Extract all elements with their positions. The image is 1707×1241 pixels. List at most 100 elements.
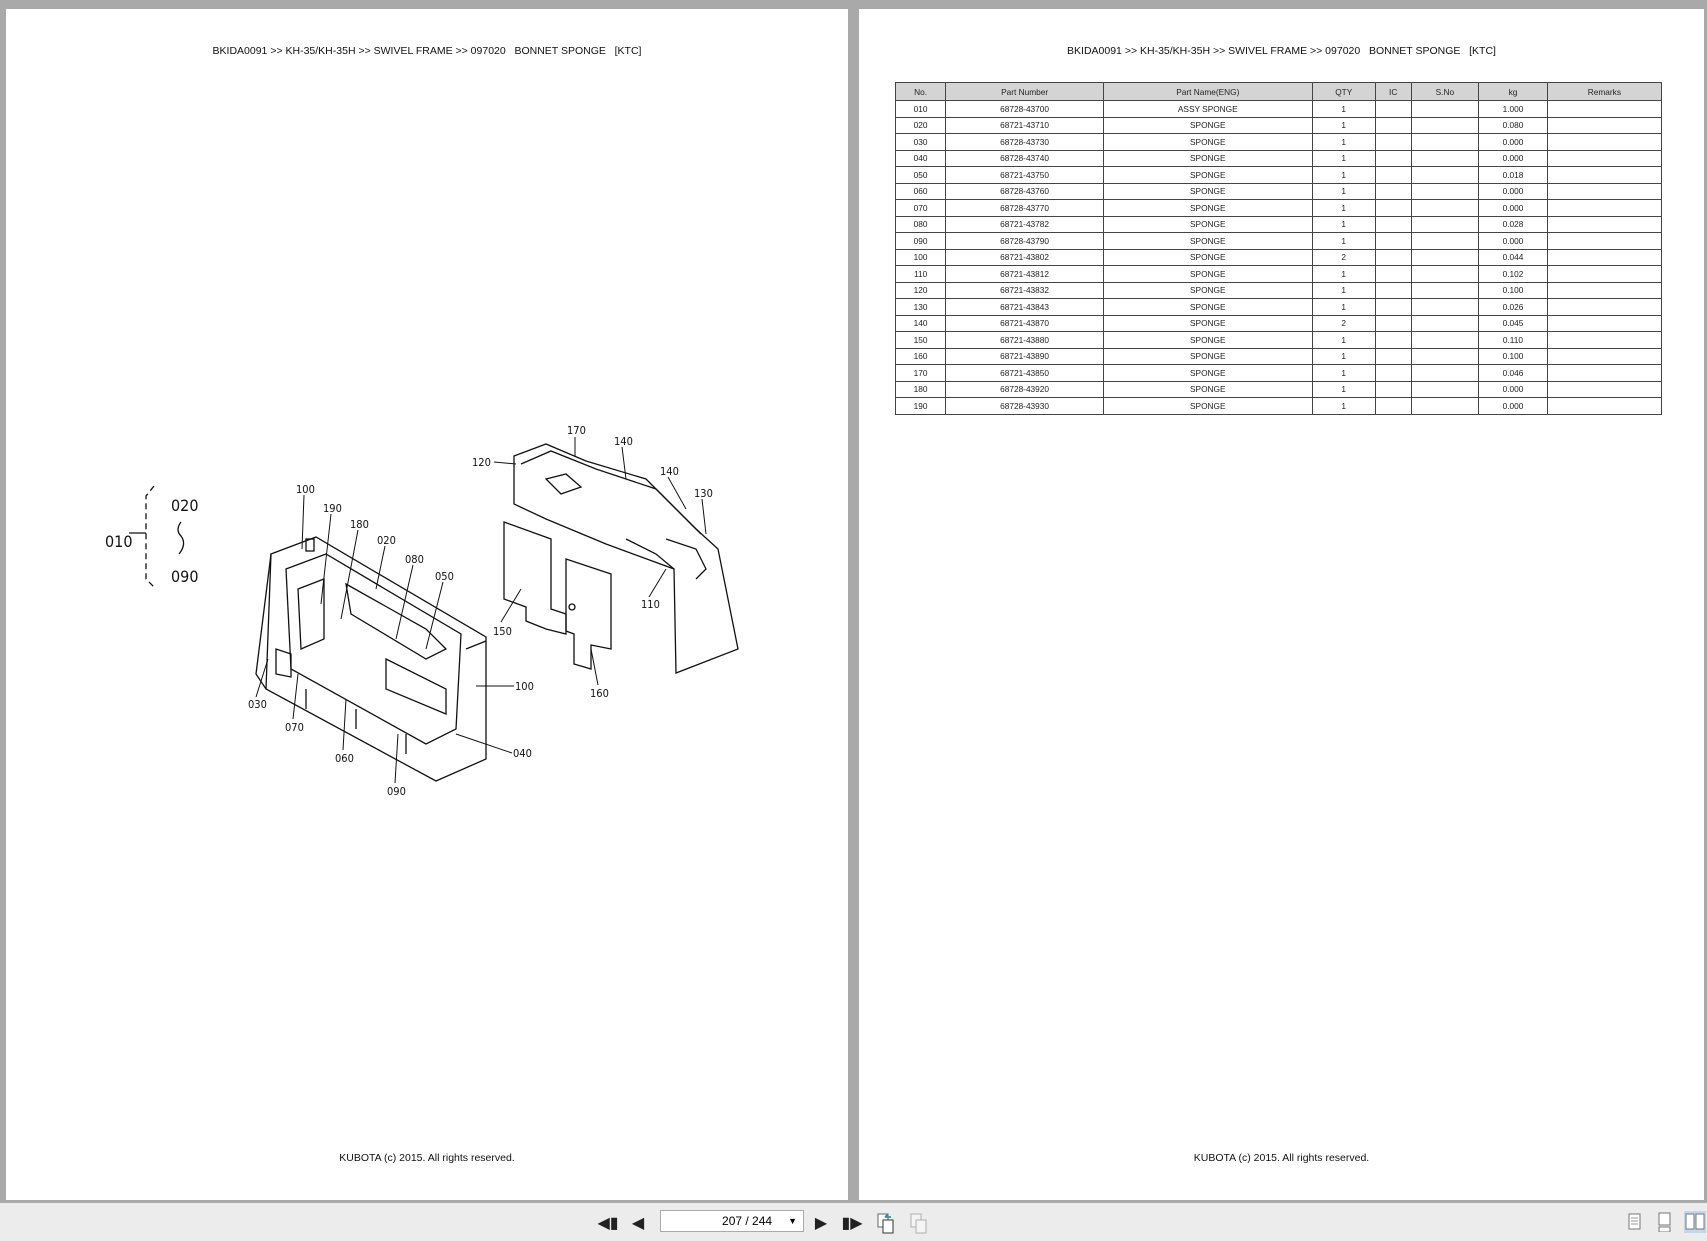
table-cell: 1	[1311, 347, 1376, 365]
table-cell: 120	[894, 281, 947, 299]
callout-label: 100	[515, 680, 534, 693]
table-cell: 0.018	[1478, 166, 1548, 184]
table-cell	[1546, 215, 1663, 233]
table-cell: 100	[894, 248, 947, 266]
page-header-breadcrumb: BKIDA0091 >> KH-35/KH-35H >> SWIVEL FRAM…	[212, 45, 642, 57]
table-cell	[1374, 331, 1412, 349]
table-cell: 68721-43782	[945, 215, 1104, 233]
table-cell: 0.000	[1478, 232, 1548, 250]
table-cell: 1	[1311, 331, 1376, 349]
table-cell	[1410, 397, 1480, 415]
table-cell	[1546, 281, 1663, 299]
table-cell	[1410, 298, 1480, 316]
callout-labels: 170 140 120 140 130 100 190 180 020 080 …	[248, 424, 713, 798]
table-cell	[1410, 133, 1480, 151]
table-cell: 1	[1311, 380, 1376, 398]
table-cell	[1410, 364, 1480, 382]
table-cell: 0.000	[1478, 397, 1548, 415]
table-cell: SPONGE	[1102, 347, 1313, 365]
table-cell: 0.026	[1478, 298, 1548, 316]
table-cell	[1374, 364, 1412, 382]
table-cell: SPONGE	[1102, 232, 1313, 250]
assembly-legend: 010 020 090	[105, 496, 198, 586]
column-header: kg	[1478, 82, 1548, 101]
exploded-parts-diagram: 010 020 090 170 140 120 140 130 100 190 …	[105, 424, 739, 798]
table-cell: 0.100	[1478, 347, 1548, 365]
table-cell: 68728-43790	[945, 232, 1104, 250]
table-cell	[1410, 314, 1480, 332]
table-cell: 0.110	[1478, 331, 1548, 349]
table-cell: 040	[894, 149, 947, 167]
table-cell: 1.000	[1478, 100, 1548, 118]
next-page-button[interactable]: ▶	[813, 1213, 829, 1233]
column-header: Part Number	[945, 82, 1104, 101]
table-cell: 68728-43930	[945, 397, 1104, 415]
table-cell: 1	[1311, 116, 1376, 134]
left-page: BKIDA0091 >> KH-35/KH-35H >> SWIVEL FRAM…	[6, 9, 848, 1200]
first-page-button[interactable]: ◀▮	[597, 1213, 618, 1233]
table-cell	[1546, 298, 1663, 316]
table-cell	[1410, 182, 1480, 200]
table-cell: 68721-43812	[945, 265, 1104, 283]
table-cell	[1374, 166, 1412, 184]
table-cell	[1546, 314, 1663, 332]
table-cell	[1410, 347, 1480, 365]
table-cell: 020	[894, 116, 947, 134]
table-cell	[1546, 149, 1663, 167]
callout-label: 030	[248, 698, 267, 711]
table-cell: 1	[1311, 149, 1376, 167]
callout-label: 040	[513, 747, 532, 760]
table-cell: 1	[1311, 215, 1376, 233]
table-cell: SPONGE	[1102, 281, 1313, 299]
previous-page-button[interactable]: ◀	[630, 1213, 646, 1233]
callout-label: 100	[296, 483, 315, 496]
callout-label: 050	[435, 570, 454, 583]
callout-label: 110	[641, 598, 660, 611]
viewer-toolbar: ◀▮ ◀ 207 / 244 ▼ ▶ ▮▶	[0, 1203, 1707, 1241]
table-cell: 060	[894, 182, 947, 200]
continuous-view-button[interactable]	[1654, 1211, 1676, 1233]
table-cell: 050	[894, 166, 947, 184]
table-cell: 0.000	[1478, 182, 1548, 200]
table-cell: 1	[1311, 199, 1376, 217]
table-cell	[1374, 100, 1412, 118]
table-cell	[1374, 248, 1412, 266]
table-cell	[1546, 232, 1663, 250]
go-forward-view-button[interactable]	[908, 1213, 930, 1234]
table-cell: SPONGE	[1102, 199, 1313, 217]
callout-leaders	[255, 437, 707, 784]
table-cell: 68728-43920	[945, 380, 1104, 398]
table-cell: SPONGE	[1102, 298, 1313, 316]
single-page-view-button[interactable]	[1624, 1211, 1646, 1233]
page-dropdown-arrow-icon[interactable]: ▼	[788, 1216, 797, 1226]
table-cell: 0.044	[1478, 248, 1548, 266]
table-cell: SPONGE	[1102, 314, 1313, 332]
last-page-button[interactable]: ▮▶	[841, 1213, 862, 1233]
table-cell	[1410, 116, 1480, 134]
table-cell: 68721-43850	[945, 364, 1104, 382]
table-cell: 0.000	[1478, 380, 1548, 398]
table-cell	[1546, 100, 1663, 118]
go-back-view-button[interactable]	[875, 1213, 897, 1234]
table-cell	[1546, 397, 1663, 415]
callout-label: 120	[472, 456, 491, 469]
table-cell: 1	[1311, 100, 1376, 118]
page-number-input[interactable]: 207 / 244 ▼	[660, 1210, 804, 1232]
table-cell	[1410, 265, 1480, 283]
table-cell	[1410, 232, 1480, 250]
page-footer-copyright: KUBOTA (c) 2015. All rights reserved.	[339, 1152, 515, 1164]
table-cell: 1	[1311, 166, 1376, 184]
table-cell: 160	[894, 347, 947, 365]
table-cell: 170	[894, 364, 947, 382]
two-page-view-button[interactable]	[1684, 1211, 1706, 1233]
table-cell	[1374, 298, 1412, 316]
table-cell: 0.080	[1478, 116, 1548, 134]
table-cell	[1410, 248, 1480, 266]
